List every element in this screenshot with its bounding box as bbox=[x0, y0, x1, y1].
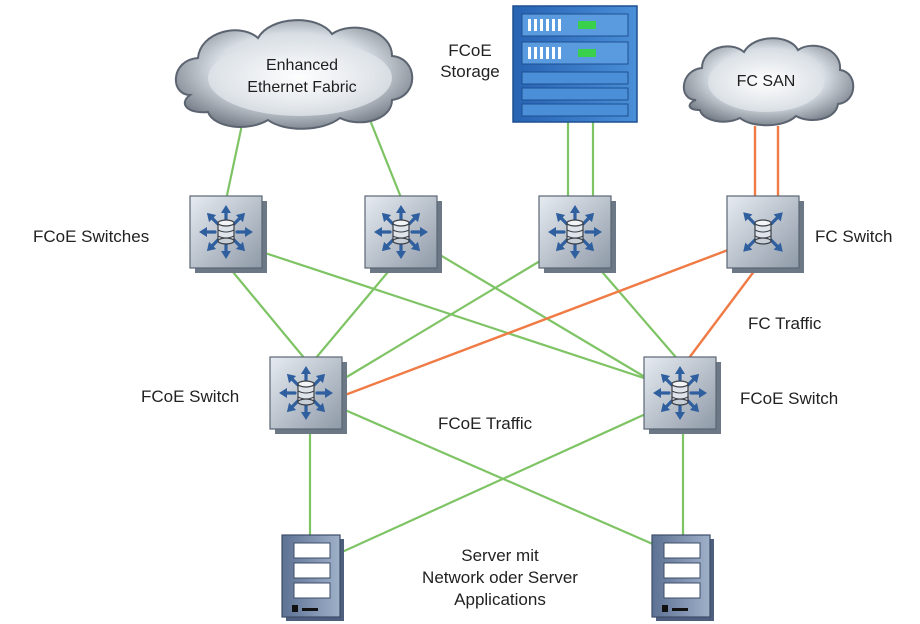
link-cloud-switch2 bbox=[368, 119, 404, 201]
fcoe-traffic-label: FCoE Traffic bbox=[438, 414, 533, 433]
cloud-ethernet-line2: Ethernet Fabric bbox=[247, 79, 357, 96]
fc-traffic-label: FC Traffic bbox=[748, 314, 822, 333]
fcoe-switch-left-label: FCoE Switch bbox=[141, 387, 240, 406]
link-sw1-lower-left bbox=[227, 265, 311, 366]
server-right-icon bbox=[651, 534, 714, 621]
server-line1: Server mit bbox=[461, 546, 539, 565]
fc-links bbox=[344, 126, 780, 397]
link-left-server-right bbox=[344, 408, 656, 547]
link-sw3-lower-right bbox=[596, 265, 681, 363]
fc-switch bbox=[726, 195, 804, 273]
fc-switch-label: FC Switch bbox=[815, 227, 893, 246]
cloud-ethernet-line1: Enhanced bbox=[265, 57, 339, 74]
cloud-enhanced-ethernet bbox=[175, 19, 414, 130]
server-description: Server mit Network oder Server Applicati… bbox=[390, 545, 610, 611]
cloud-fc-san bbox=[682, 37, 855, 127]
switch-icons bbox=[189, 195, 804, 434]
fcoe-switch-right bbox=[643, 356, 721, 434]
fcoe-switch-top-1 bbox=[189, 195, 267, 273]
fcoe-links bbox=[224, 119, 685, 554]
link-sw3-lower-left bbox=[344, 257, 546, 379]
fcoe-switch-top-2 bbox=[364, 195, 442, 273]
link-sw1-lower-right bbox=[261, 250, 651, 382]
cloud-ethernet-label: Enhanced Ethernet Fabric bbox=[222, 55, 382, 99]
fcoe-switch-right-label: FCoE Switch bbox=[740, 389, 839, 408]
fcoe-storage-label: FCoE Storage bbox=[425, 40, 515, 82]
fcoe-switches-label: FCoE Switches bbox=[33, 227, 150, 246]
server-line3: Applications bbox=[454, 590, 546, 609]
fcoe-storage-line1: FCoE bbox=[448, 41, 492, 60]
link-cloud-switch1 bbox=[224, 119, 245, 201]
link-fcswitch-left bbox=[344, 248, 729, 397]
link-right-server-left bbox=[341, 410, 651, 554]
fcoe-switch-top-3 bbox=[538, 195, 616, 273]
link-fcswitch-right bbox=[685, 265, 759, 363]
server-icons bbox=[281, 534, 714, 621]
cloud-fcsan-label: FC SAN bbox=[736, 73, 796, 90]
fcoe-storage-icon bbox=[512, 5, 638, 123]
server-line2: Network oder Server bbox=[422, 568, 578, 587]
link-sw2-lower-right bbox=[434, 251, 651, 381]
fcoe-switch-left bbox=[269, 356, 347, 434]
fcoe-storage-line2: Storage bbox=[440, 62, 500, 81]
link-sw2-lower-left bbox=[309, 265, 394, 366]
server-left-icon bbox=[281, 534, 344, 621]
